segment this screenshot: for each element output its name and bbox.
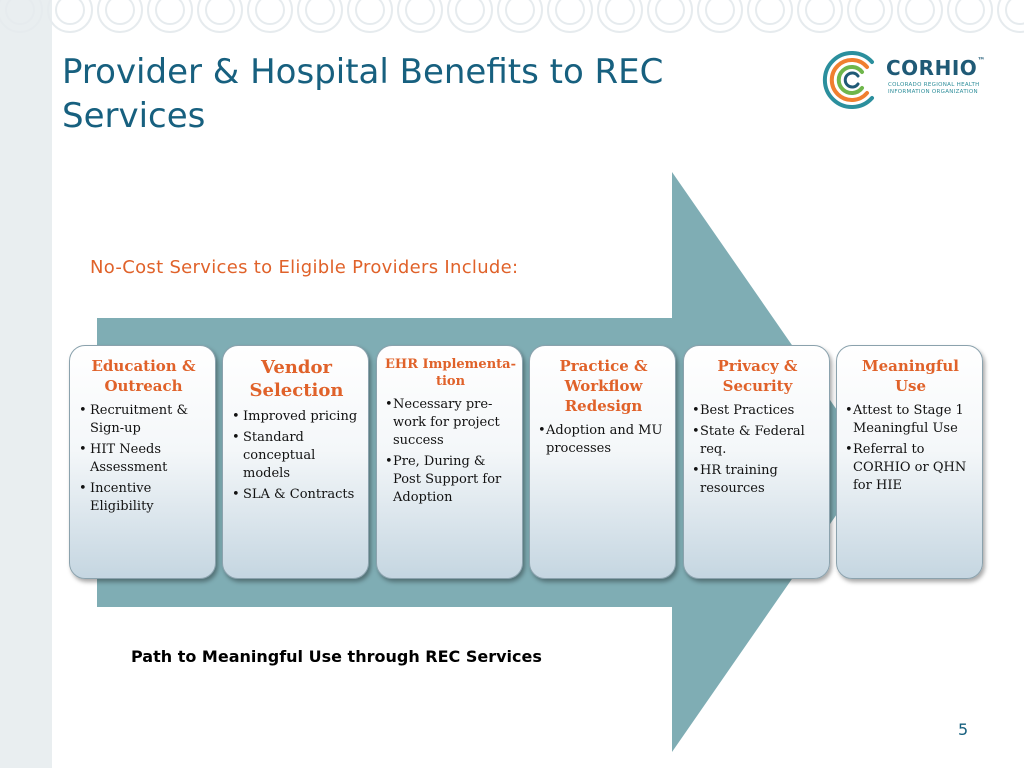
list-item: •Incentive Eligibility — [79, 481, 154, 514]
corhio-logo: CORHIO™ Colorado Regional Health Informa… — [820, 48, 985, 112]
card-title: EHR Implementa-tion — [385, 357, 516, 389]
card-title: Vendor Selection — [249, 357, 344, 401]
card-item-list: •Necessary pre-work for project success … — [385, 396, 516, 507]
list-item: •Necessary pre-work for project success — [385, 397, 500, 448]
card-item-list: •Best Practices •State & Federal req. •H… — [692, 402, 823, 498]
card-item-list: •Adoption and MU processes — [538, 422, 669, 458]
card-item-list: •Improved pricing •Standard conceptual m… — [231, 408, 362, 504]
card-education-outreach: Education & Outreach •Recruitment & Sign… — [69, 345, 216, 579]
list-item: •Recruitment & Sign-up — [79, 403, 189, 436]
card-title: Privacy & Security — [717, 357, 798, 395]
logo-tagline: Colorado Regional Health Information Org… — [888, 82, 980, 95]
left-decorative-band — [0, 0, 52, 768]
list-item: •HIT Needs Assessment — [79, 442, 168, 475]
list-item: •Attest to Stage 1 Meaningful Use — [845, 403, 964, 436]
card-meaningful-use: Meaningful Use •Attest to Stage 1 Meanin… — [836, 345, 983, 579]
card-title: Education & Outreach — [91, 357, 196, 395]
card-privacy-security: Privacy & Security •Best Practices •Stat… — [683, 345, 830, 579]
card-title: Practice & Workflow Redesign — [559, 357, 648, 415]
card-ehr-implementation: EHR Implementa-tion •Necessary pre-work … — [376, 345, 523, 579]
card-item-list: •Recruitment & Sign-up •HIT Needs Assess… — [78, 402, 209, 516]
list-item: •State & Federal req. — [692, 424, 805, 457]
card-practice-workflow-redesign: Practice & Workflow Redesign •Adoption a… — [529, 345, 676, 579]
card-title: Meaningful Use — [862, 357, 959, 395]
card-vendor-selection: Vendor Selection •Improved pricing •Stan… — [222, 345, 369, 579]
page-number: 5 — [958, 720, 969, 739]
top-circle-pattern — [0, 0, 1024, 33]
card-item-list: •Attest to Stage 1 Meaningful Use •Refer… — [845, 402, 976, 495]
list-item: •Pre, During & Post Support for Adoption — [385, 454, 502, 505]
services-subtitle: No-Cost Services to Eligible Providers I… — [90, 257, 519, 278]
list-item: •HR training resources — [692, 463, 778, 496]
list-item: •SLA & Contracts — [232, 487, 355, 502]
path-caption: Path to Meaningful Use through REC Servi… — [131, 647, 542, 666]
list-item: •Improved pricing — [232, 409, 358, 424]
list-item: •Adoption and MU processes — [538, 423, 663, 456]
list-item: •Standard conceptual models — [232, 430, 316, 481]
list-item: •Best Practices — [692, 403, 795, 418]
logo-wordmark: CORHIO™ — [886, 56, 986, 80]
corhio-c-logo-icon — [822, 51, 874, 109]
list-item: •Referral to CORHIO or QHN for HIE — [845, 442, 967, 493]
slide-title: Provider & Hospital Benefits to REC Serv… — [62, 52, 664, 136]
